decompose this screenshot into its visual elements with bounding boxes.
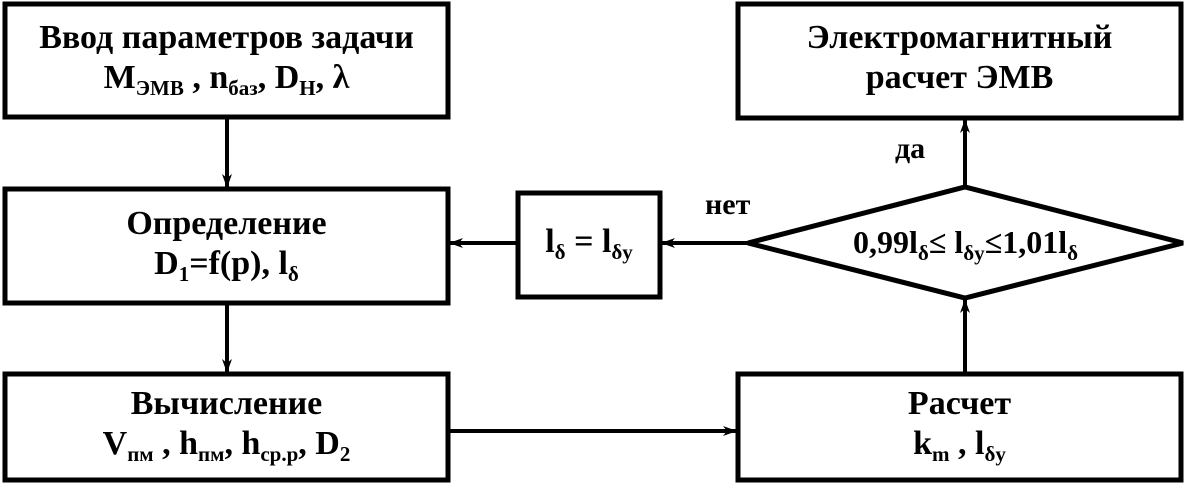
em-box [735,1,1184,121]
calc-label: Расчет km , lδу [738,384,1181,466]
assign-label: lδ = lδу [545,223,633,264]
condition-diamond [747,184,1184,301]
compute-label: Вычисление Vпм , hпм, hср.р, D2 [5,384,448,466]
define-title: Определение [126,205,327,242]
input-params: MЭМВ , nбаз, DН, λ [103,59,350,100]
calc-params: km , lδу [913,425,1006,466]
compute-title: Вычисление [130,385,323,422]
calc-box [735,371,1184,483]
input-title: Ввод параметров задачи [39,19,414,56]
compute-params: Vпм , hпм, hср.р, D2 [102,425,351,466]
input-label: Ввод параметров задачи MЭМВ , nбаз, DН, … [5,18,448,100]
define-label: Определение D1=f(p), lδ [5,204,448,286]
compute-box [2,371,451,483]
condition-label: 0,99lδ≤ lδу≤1,01lδ [852,224,1078,265]
calc-title: Расчет [907,385,1012,422]
edge-label-no: нет [705,188,751,221]
em-line1: Электромагнитный [806,19,1113,56]
define-params: D1=f(p), lδ [154,245,299,286]
em-line2: расчет ЭМВ [865,59,1054,96]
em-label: Электромагнитный расчет ЭМВ [738,18,1181,98]
edge-label-yes: да [895,132,926,165]
